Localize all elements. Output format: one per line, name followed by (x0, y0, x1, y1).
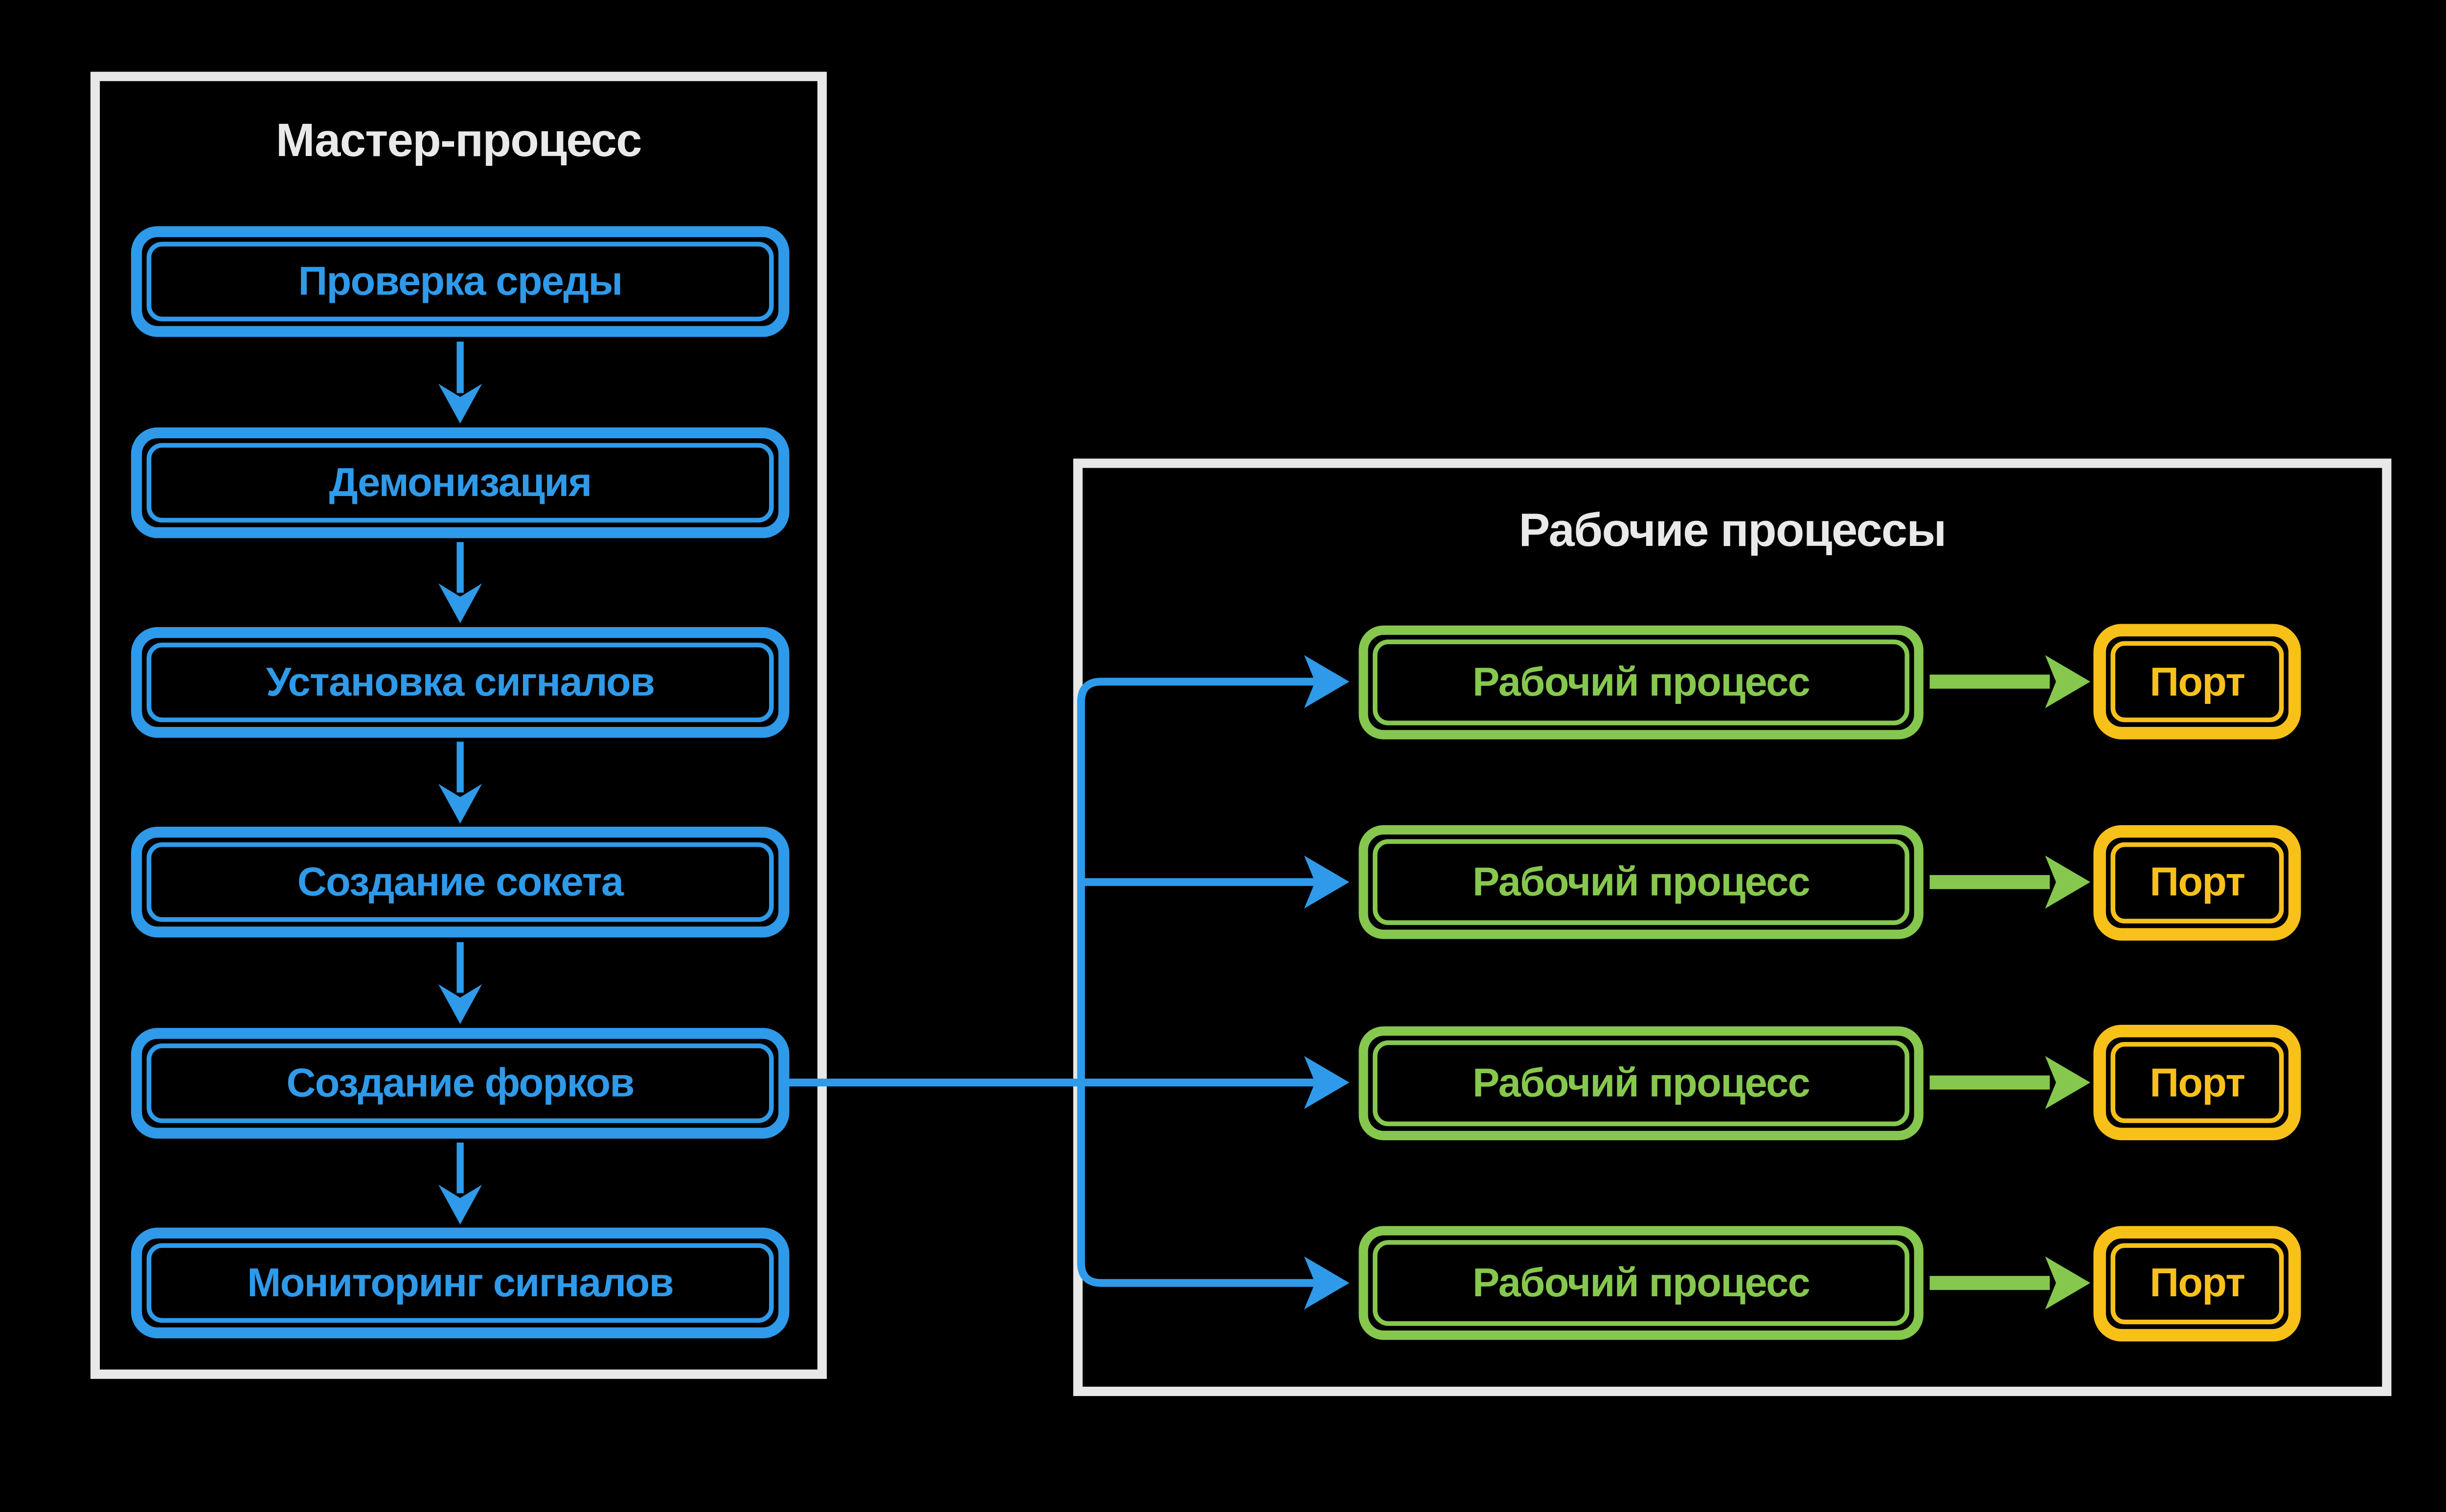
master-step-box-inner: Проверка среды (146, 242, 774, 321)
port-box-inner: Порт (2110, 841, 2284, 923)
port-box-inner: Порт (2110, 1242, 2284, 1324)
master-step-label: Создание форков (286, 1058, 634, 1106)
port-label: Порт (2150, 858, 2245, 905)
port-label: Порт (2150, 657, 2245, 704)
master-step-box-signal-setup: Установка сигналов (131, 626, 790, 737)
master-step-box-inner: Демонизация (146, 442, 774, 522)
port-box: Порт (2093, 824, 2301, 940)
master-step-box-signal-monitoring: Мониторинг сигналов (131, 1227, 790, 1338)
worker-process-box: Рабочий процесс (1359, 1226, 1924, 1340)
port-box: Порт (2093, 1225, 2301, 1341)
master-step-label: Проверка среды (298, 257, 623, 304)
master-step-label: Создание сокета (297, 858, 624, 905)
worker-process-box: Рабочий процесс (1359, 625, 1924, 739)
master-panel-title: Мастер-процесс (275, 115, 642, 167)
port-box: Порт (2093, 624, 2301, 740)
master-step-box-inner: Создание сокета (146, 842, 774, 922)
master-step-box-daemonization: Демонизация (131, 427, 790, 538)
master-step-label: Демонизация (329, 457, 592, 505)
master-step-box-environment-check: Проверка среды (131, 226, 790, 337)
worker-process-label: Рабочий процесс (1472, 1259, 1810, 1306)
worker-process-box: Рабочий процесс (1359, 1025, 1924, 1140)
master-step-box-inner: Мониторинг сигналов (146, 1243, 774, 1323)
port-label: Порт (2150, 1058, 2245, 1106)
worker-process-label: Рабочий процесс (1472, 657, 1810, 704)
master-step-label: Мониторинг сигналов (247, 1259, 674, 1306)
port-label: Порт (2150, 1259, 2245, 1306)
master-step-box-fork-creation: Создание форков (131, 1027, 790, 1138)
port-box-inner: Порт (2110, 641, 2284, 722)
worker-process-box-inner: Рабочий процесс (1373, 1240, 1910, 1326)
worker-process-box-inner: Рабочий процесс (1373, 839, 1910, 925)
master-process-panel (90, 71, 827, 1379)
worker-process-box-inner: Рабочий процесс (1373, 638, 1910, 725)
master-step-box-inner: Создание форков (146, 1042, 774, 1123)
worker-process-box-inner: Рабочий процесс (1373, 1039, 1910, 1126)
master-step-box-socket-creation: Создание сокета (131, 827, 790, 938)
port-box: Порт (2093, 1025, 2301, 1140)
worker-process-label: Рабочий процесс (1472, 858, 1810, 905)
master-step-box-inner: Установка сигналов (146, 642, 774, 722)
worker-process-label: Рабочий процесс (1472, 1058, 1810, 1106)
worker-process-box: Рабочий процесс (1359, 825, 1924, 939)
port-box-inner: Порт (2110, 1042, 2284, 1123)
workers-panel-title: Рабочие процессы (1518, 505, 1947, 557)
master-step-label: Установка сигналов (266, 657, 655, 704)
